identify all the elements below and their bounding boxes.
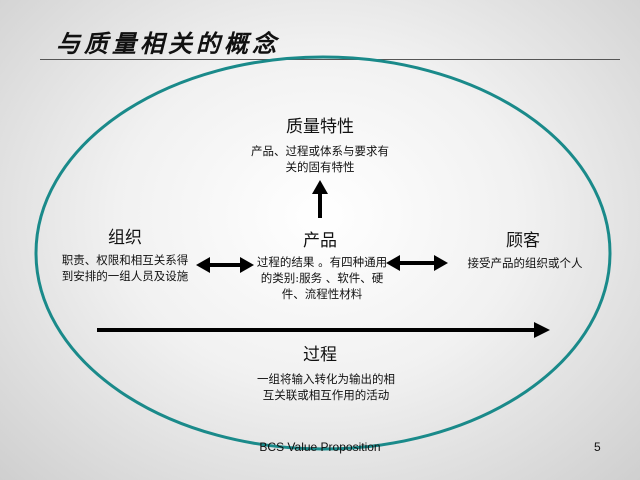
page-number: 5 (594, 440, 601, 454)
product-description: 过程的结果 。有四种通用的类别:服务 、软件、硬件、流程性材料 (256, 255, 388, 301)
title-divider (40, 59, 620, 60)
quality-characteristics-heading: 质量特性 (286, 117, 354, 137)
page-title: 与质量相关的概念 (56, 29, 280, 58)
organization-heading: 组织 (108, 228, 142, 248)
customer-heading: 顾客 (506, 231, 540, 251)
organization-description: 职责、权限和相互关系得到安排的一组人员及设施 (61, 253, 189, 283)
double-arrow-organization-product (196, 257, 254, 273)
scope-ellipse (34, 55, 612, 451)
process-arrow (97, 322, 550, 338)
arrow-product-to-quality (312, 180, 328, 218)
process-heading: 过程 (303, 345, 337, 365)
customer-description: 接受产品的组织或个人 (467, 256, 583, 270)
quality-characteristics-description: 产品、过程或体系与要求有关的固有特性 (251, 144, 389, 174)
double-arrow-product-customer (386, 255, 448, 271)
process-description: 一组将输入转化为输出的相互关联或相互作用的活动 (257, 372, 395, 402)
footer-text: BCS Value Proposition (259, 440, 381, 454)
product-heading: 产品 (303, 231, 337, 251)
